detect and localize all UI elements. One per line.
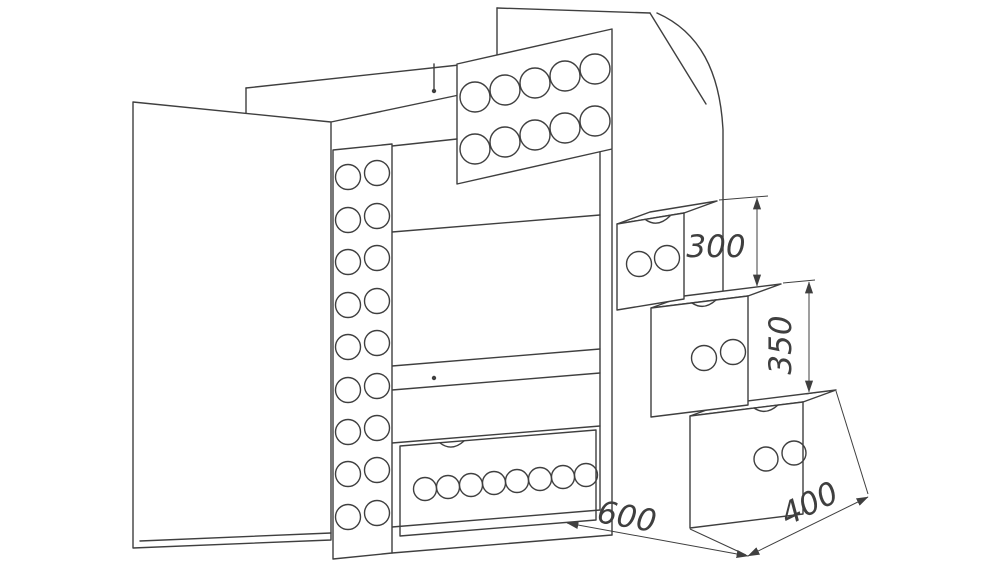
pillar-circle-decorations (334, 159, 391, 531)
dimension-line-400 (747, 496, 869, 557)
back-panel-top-edge (496, 7, 651, 14)
step-middle-front-face (650, 295, 749, 418)
step-top-front-face (616, 212, 685, 311)
dimension-label-350: 350 (763, 315, 799, 374)
headboard-face (456, 28, 613, 185)
left-side-panel-base-line (139, 532, 332, 542)
drawer-handle-notch (439, 440, 465, 448)
step-middle-handle-notch (691, 299, 717, 308)
dimension-line-600 (566, 521, 749, 558)
headboard-circle-decorations (459, 53, 611, 165)
step-bottom-circle (781, 440, 807, 466)
extension-line (835, 390, 869, 495)
step-top-handle-notch (645, 215, 671, 224)
left-side-panel-face (132, 101, 332, 549)
bed-outline (132, 7, 724, 560)
back-panel-slant-edge (649, 12, 707, 105)
lower-bunk-back-edge (391, 348, 601, 367)
extension-line (805, 391, 821, 395)
front-pillar (332, 143, 393, 560)
step-top-circle (653, 244, 681, 272)
step-middle (650, 283, 782, 418)
step-middle-circle (719, 338, 747, 366)
cam-dot-top (431, 88, 437, 94)
top-rail-edge (391, 138, 458, 147)
extension-line (689, 528, 747, 556)
drawer-circle-decorations (412, 462, 599, 502)
drawer-front (399, 429, 599, 537)
back-top-rail (245, 64, 460, 89)
bed-base-edge (391, 534, 613, 554)
drawer-opening-top (391, 425, 601, 444)
back-panel-and-rail (245, 7, 724, 381)
step-top (616, 200, 718, 311)
cam-dot-bottom (431, 375, 437, 381)
drawer-face (399, 429, 597, 537)
step-middle-circle (690, 344, 718, 372)
step-top-circle (625, 250, 653, 278)
handrail-curve (656, 12, 724, 301)
drawer-opening-bottom (391, 509, 601, 528)
step-bottom-handle-notch (753, 404, 779, 413)
extension-line (718, 195, 769, 201)
front-pillar-face (332, 143, 393, 560)
upper-bunk-rail-bottom (391, 214, 601, 233)
front-top-rail (330, 94, 460, 123)
extension-line (782, 279, 816, 284)
left-side-panel (132, 101, 332, 549)
dimension-label-600: 600 (594, 494, 659, 540)
headboard-panel (456, 28, 613, 185)
step-bottom-circle (753, 446, 779, 472)
dimension-label-300: 300 (686, 229, 745, 265)
lower-bunk-platform-edge (391, 372, 601, 391)
